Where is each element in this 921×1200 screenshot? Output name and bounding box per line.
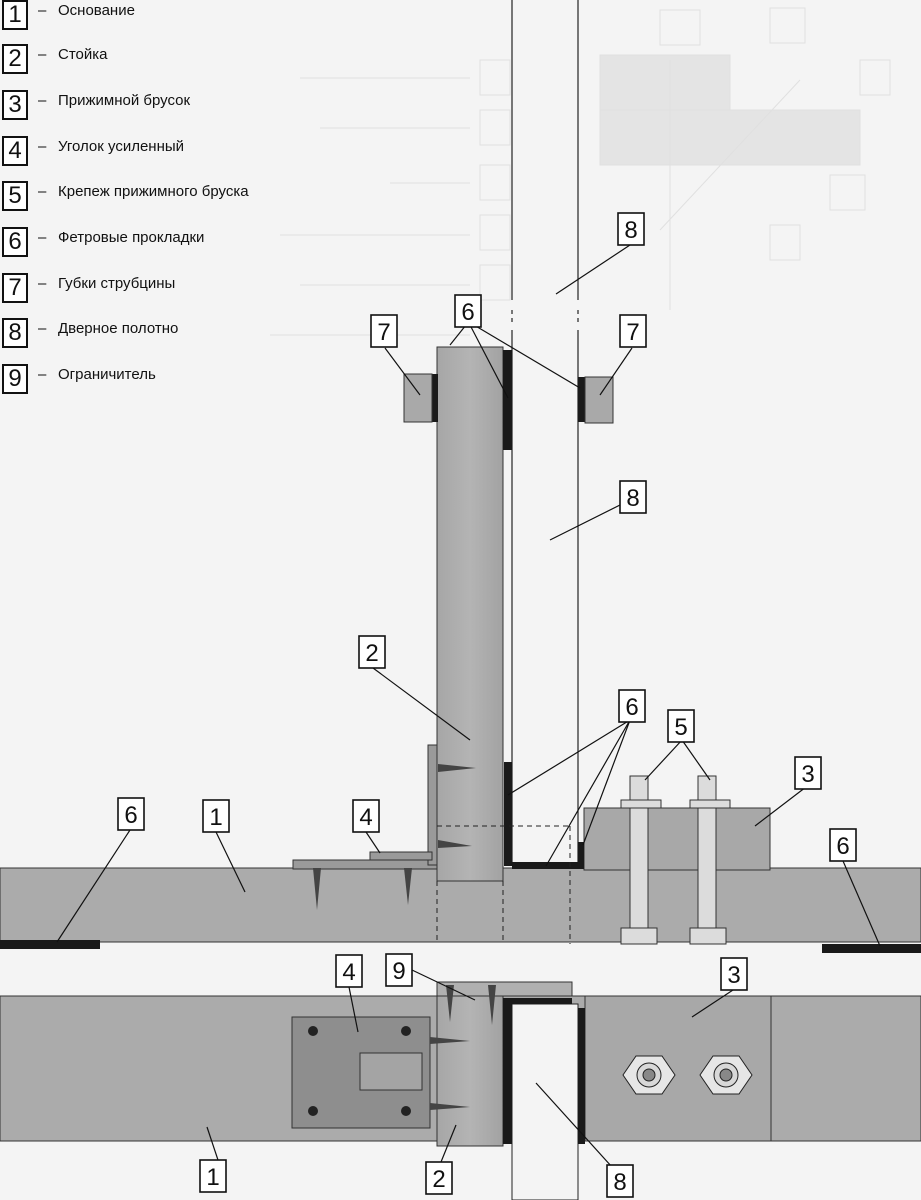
nut-right bbox=[699, 1055, 753, 1095]
legend-dash: – bbox=[38, 366, 47, 383]
legend-label: Крепеж прижимного бруска bbox=[58, 183, 249, 200]
bleed-through-background bbox=[270, 7, 891, 336]
legend-number: 7 bbox=[2, 273, 28, 303]
legend-number: 2 bbox=[2, 44, 28, 74]
pressure-bar-elevation bbox=[583, 807, 771, 871]
legend-dash: – bbox=[38, 183, 47, 200]
legend-dash: – bbox=[38, 46, 47, 63]
bolt-right bbox=[689, 775, 731, 945]
callout-2-bottom: 2 bbox=[425, 1161, 453, 1195]
reinforced-angle-plan bbox=[291, 1016, 431, 1129]
reinforced-angle-elevation bbox=[292, 744, 439, 870]
svg-text:8: 8 bbox=[613, 1169, 626, 1196]
leader-lines bbox=[56, 244, 881, 1168]
felt-strips-elevation bbox=[430, 350, 585, 869]
door-panel-plan bbox=[511, 1003, 579, 1200]
felt-pad-right bbox=[822, 944, 921, 953]
legend-label: Ограничитель bbox=[58, 366, 156, 383]
callout-1-bottom: 1 bbox=[199, 1159, 227, 1193]
legend-item-3: 3 – Прижимной брусок bbox=[0, 90, 300, 124]
svg-text:7: 7 bbox=[377, 319, 390, 346]
nut-left bbox=[622, 1055, 676, 1095]
callout-2-mid: 2 bbox=[358, 635, 386, 669]
bolt-left bbox=[620, 775, 662, 945]
svg-text:6: 6 bbox=[124, 802, 137, 829]
screws-plan bbox=[430, 985, 496, 1110]
legend-label: Уголок усиленный bbox=[58, 138, 185, 155]
clamp-jaw-right bbox=[584, 376, 614, 424]
svg-text:5: 5 bbox=[674, 714, 687, 741]
svg-text:6: 6 bbox=[836, 833, 849, 860]
legend-dash: – bbox=[38, 2, 47, 19]
svg-text:4: 4 bbox=[359, 804, 372, 831]
svg-text:8: 8 bbox=[624, 217, 637, 244]
svg-text:2: 2 bbox=[365, 640, 378, 667]
legend-number: 5 bbox=[2, 181, 28, 211]
legend-dash: – bbox=[38, 229, 47, 246]
svg-text:2: 2 bbox=[432, 1166, 445, 1193]
legend-dash: – bbox=[38, 138, 47, 155]
callout-6-right: 6 bbox=[829, 828, 857, 862]
callout-3-plan: 3 bbox=[720, 957, 748, 991]
svg-text:6: 6 bbox=[461, 299, 474, 326]
legend-item-4: 4 – Уголок усиленный bbox=[0, 136, 300, 170]
legend-label: Дверное полотно bbox=[58, 320, 179, 337]
legend-number: 1 bbox=[2, 0, 28, 30]
legend-number: 3 bbox=[2, 90, 28, 120]
legend-item-1: 1 – Основание bbox=[0, 0, 300, 34]
callout-5: 5 bbox=[667, 709, 695, 743]
legend-item-7: 7 – Губки струбцины bbox=[0, 273, 300, 307]
legend-item-8: 8 – Дверное полотно bbox=[0, 318, 300, 352]
callout-8-top: 8 bbox=[617, 212, 645, 246]
legend-number: 9 bbox=[2, 364, 28, 394]
callout-6-left: 6 bbox=[117, 797, 145, 831]
legend-dash: – bbox=[38, 275, 47, 292]
legend-item-5: 5 – Крепеж прижимного бруска bbox=[0, 181, 300, 215]
legend-label: Стойка bbox=[58, 46, 108, 63]
clamp-jaw-left bbox=[403, 373, 433, 423]
callout-6-mid: 6 bbox=[618, 689, 646, 723]
stop-limiter bbox=[436, 981, 573, 997]
legend-label: Фетровые прокладки bbox=[58, 229, 205, 246]
callout-9: 9 bbox=[385, 953, 413, 987]
legend-item-9: 9 – Ограничитель bbox=[0, 364, 300, 398]
svg-text:1: 1 bbox=[206, 1164, 219, 1191]
callout-3-top: 3 bbox=[794, 756, 822, 790]
door-panel-elevation bbox=[511, 0, 579, 866]
callout-1-top: 1 bbox=[202, 799, 230, 833]
callout-7-left: 7 bbox=[370, 314, 398, 348]
callout-7-right: 7 bbox=[619, 314, 647, 348]
legend-label: Губки струбцины bbox=[58, 275, 176, 292]
legend-item-2: 2 – Стойка bbox=[0, 44, 300, 78]
callout-4-top: 4 bbox=[352, 799, 380, 833]
hidden-lines-elevation bbox=[436, 825, 571, 944]
svg-text:3: 3 bbox=[727, 962, 740, 989]
callout-4-plan: 4 bbox=[335, 954, 363, 988]
post-elevation bbox=[436, 346, 504, 882]
screws-elevation bbox=[313, 764, 476, 910]
felt-pad-left bbox=[0, 940, 100, 949]
svg-text:1: 1 bbox=[209, 804, 222, 831]
legend-dash: – bbox=[38, 92, 47, 109]
svg-text:7: 7 bbox=[626, 319, 639, 346]
svg-text:6: 6 bbox=[625, 694, 638, 721]
legend-label: Основание bbox=[58, 2, 135, 19]
callouts: 8 6 7 7 8 2 6 5 3 6 1 4 6 9 4 3 1 2 8 bbox=[117, 212, 857, 1198]
callout-8-bottom: 8 bbox=[606, 1164, 634, 1198]
svg-text:8: 8 bbox=[626, 485, 639, 512]
felt-strips-plan bbox=[503, 998, 585, 1144]
svg-text:9: 9 bbox=[392, 958, 405, 985]
legend-label: Прижимной брусок bbox=[58, 92, 191, 109]
callout-8-mid: 8 bbox=[619, 480, 647, 514]
svg-text:4: 4 bbox=[342, 959, 355, 986]
callout-6-top: 6 bbox=[454, 294, 482, 328]
legend-dash: – bbox=[38, 320, 47, 337]
legend-number: 6 bbox=[2, 227, 28, 257]
legend-item-6: 6 – Фетровые прокладки bbox=[0, 227, 300, 261]
legend-number: 4 bbox=[2, 136, 28, 166]
svg-text:3: 3 bbox=[801, 761, 814, 788]
legend-number: 8 bbox=[2, 318, 28, 348]
